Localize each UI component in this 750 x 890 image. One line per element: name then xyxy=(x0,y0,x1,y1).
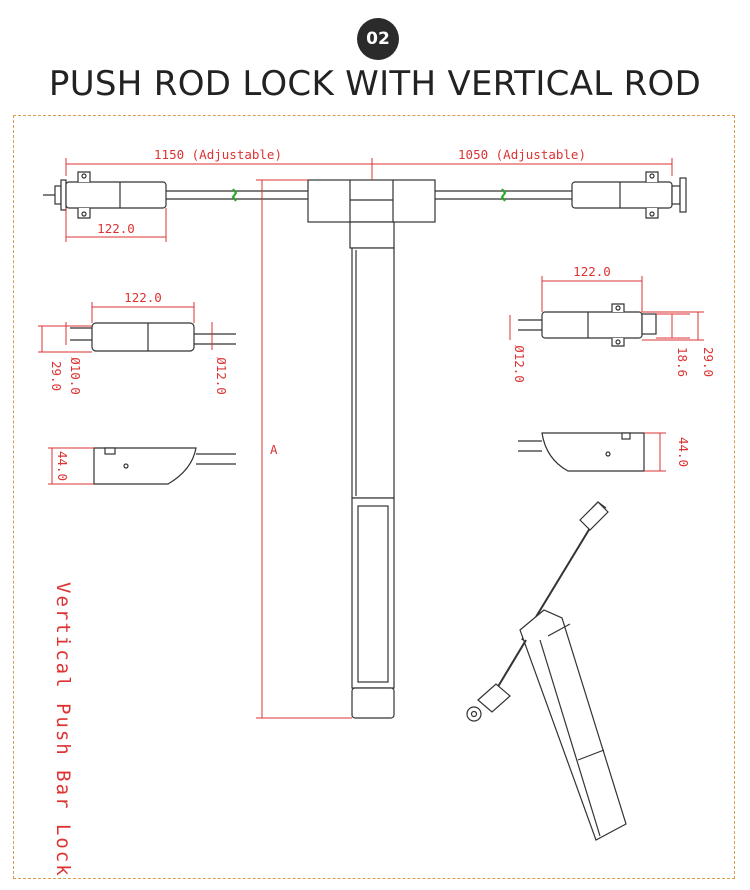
right-latch-detail-side xyxy=(518,432,645,472)
vertical-push-bar-lock-label: Vertical Push Bar Lock xyxy=(52,582,74,878)
left-latch-detail-side xyxy=(93,447,236,485)
left-latch-detail-top xyxy=(70,322,236,352)
dim-left-detail-height: 29.0 xyxy=(49,361,64,391)
dim-left-body-length: 122.0 xyxy=(97,221,135,236)
dim-left-detail-length: 122.0 xyxy=(124,290,162,305)
dim-height-a: A xyxy=(270,442,278,457)
dim-right-detail-height-1: 18.6 xyxy=(675,347,690,377)
dim-left-detail-diameter-2: Ø12.0 xyxy=(214,357,229,395)
dim-right-detail-diameter: Ø12.0 xyxy=(512,345,527,383)
dim-left-adjustable: 1150 (Adjustable) xyxy=(154,147,282,162)
dim-right-adjustable: 1050 (Adjustable) xyxy=(458,147,586,162)
page-title: PUSH ROD LOCK WITH VERTICAL ROD xyxy=(48,64,702,104)
section-number-badge: 02 xyxy=(357,18,399,60)
dim-left-detail-diameter-1: Ø10.0 xyxy=(68,357,83,395)
dim-left-detail-bottom: 44.0 xyxy=(55,451,70,481)
isometric-view xyxy=(466,501,627,841)
drawing-frame xyxy=(13,115,735,879)
dimension-lines xyxy=(38,158,704,719)
dim-right-detail-length: 122.0 xyxy=(573,264,611,279)
dim-right-detail-height-2: 29.0 xyxy=(701,347,716,377)
vertical-push-bar xyxy=(351,247,395,719)
spring-marks xyxy=(231,188,507,202)
dim-right-detail-bottom: 44.0 xyxy=(676,437,691,467)
right-latch-detail-top xyxy=(518,303,657,347)
dimension-labels: 1150 (Adjustable) 1050 (Adjustable) 122.… xyxy=(49,147,716,481)
